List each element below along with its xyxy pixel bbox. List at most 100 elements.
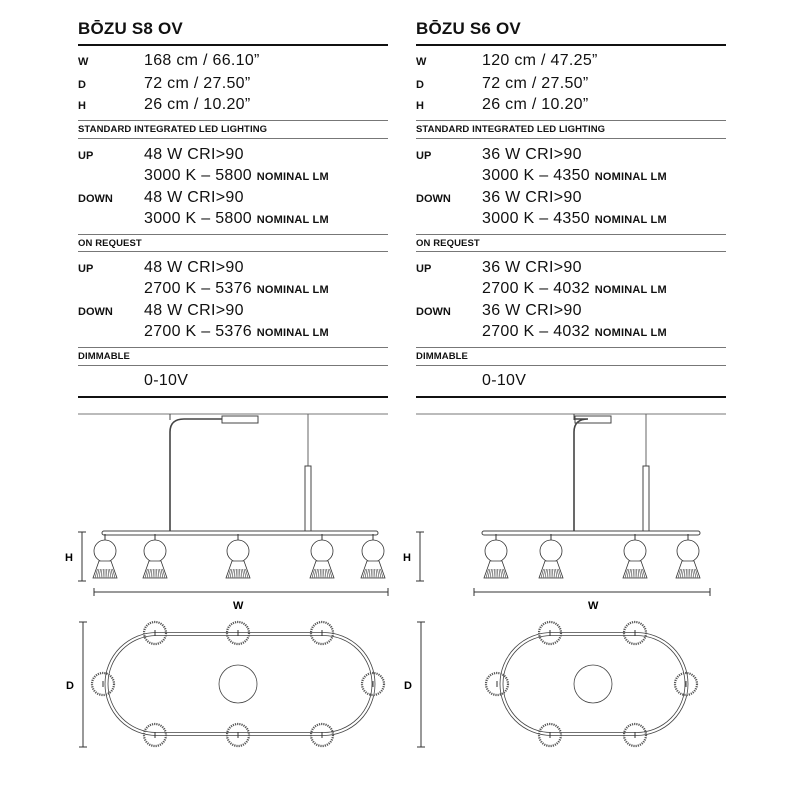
on-request-up-power-label: UP <box>416 263 432 275</box>
lamp-side-view <box>360 534 386 579</box>
canopy-top-view <box>573 664 613 704</box>
on-request-up-output-value: 2700 K – 5376 NOMINAL LM <box>144 280 329 297</box>
divider <box>78 138 388 139</box>
ceiling-canopy <box>221 415 259 424</box>
dimension-w-label: W <box>416 56 427 68</box>
technical-drawing: H W D <box>65 413 389 748</box>
lamp-top-view <box>142 722 168 748</box>
divider <box>78 396 388 398</box>
oval-frame <box>502 635 686 733</box>
divider <box>416 234 726 235</box>
on-request-down-power-label: DOWN <box>416 306 451 318</box>
section-heading-standard: STANDARD INTEGRATED LED LIGHTING <box>416 124 606 135</box>
suspension-sleeve <box>642 465 650 535</box>
h-dimension-label: H <box>65 552 73 564</box>
product-title: BŌZU S8 OV <box>78 19 183 38</box>
standard-down-power-label: DOWN <box>78 193 113 205</box>
section-heading-dimmable: DIMMABLE <box>416 351 468 362</box>
standard-up-power-value: 48 W CRI>90 <box>144 146 244 163</box>
standard-up-power-label: UP <box>78 150 94 162</box>
dimension-w-value: 120 cm / 47.25” <box>482 52 598 69</box>
lamp-top-view <box>90 671 116 697</box>
standard-up-power-value: 36 W CRI>90 <box>482 146 582 163</box>
w-dimension-label: W <box>233 600 244 612</box>
fixture-bar <box>481 530 701 536</box>
on-request-up-power-label: UP <box>78 263 94 275</box>
section-heading-dimmable: DIMMABLE <box>78 351 130 362</box>
lamp-side-view <box>142 534 168 579</box>
divider <box>416 120 726 121</box>
oval-frame <box>104 632 376 736</box>
width-dimension <box>473 588 711 596</box>
suspension-sleeve <box>304 465 312 535</box>
fixture-bar <box>101 530 379 536</box>
on-request-down-power-value: 36 W CRI>90 <box>482 302 582 319</box>
divider <box>78 120 388 121</box>
lamp-side-view <box>309 534 335 579</box>
lamp-side-view <box>675 534 701 579</box>
lamp-side-view <box>622 534 648 579</box>
height-dimension <box>78 531 86 582</box>
on-request-down-output-value: 2700 K – 5376 NOMINAL LM <box>144 323 329 340</box>
dimension-d-value: 72 cm / 27.50” <box>482 75 589 92</box>
lamp-top-view <box>622 722 648 748</box>
lamp-top-view <box>360 671 386 697</box>
lamp-side-view <box>92 534 118 579</box>
section-heading-standard: STANDARD INTEGRATED LED LIGHTING <box>78 124 268 135</box>
divider <box>78 251 388 252</box>
standard-down-power-value: 48 W CRI>90 <box>144 189 244 206</box>
lamp-top-view <box>537 722 563 748</box>
width-dimension <box>93 588 389 596</box>
divider <box>78 365 388 366</box>
section-heading-on-request: ON REQUEST <box>416 238 480 249</box>
dimension-d-label: D <box>78 79 86 91</box>
divider <box>416 347 726 348</box>
dimension-h-value: 26 cm / 10.20” <box>144 96 251 113</box>
standard-up-output-value: 3000 K – 5800 NOMINAL LM <box>144 167 329 184</box>
divider <box>416 396 726 398</box>
lamp-top-view <box>622 620 648 646</box>
technical-drawing: H W D <box>403 413 726 748</box>
standard-up-power-label: UP <box>416 150 432 162</box>
standard-down-output-value: 3000 K – 5800 NOMINAL LM <box>144 210 329 227</box>
on-request-down-output-value: 2700 K – 4032 NOMINAL LM <box>482 323 667 340</box>
divider <box>416 44 726 46</box>
w-dimension-label: W <box>588 600 599 612</box>
standard-down-output-value: 3000 K – 4350 NOMINAL LM <box>482 210 667 227</box>
lamp-top-view <box>309 722 335 748</box>
oval-frame <box>107 635 373 733</box>
on-request-down-power-value: 48 W CRI>90 <box>144 302 244 319</box>
d-dimension-label: D <box>404 680 412 692</box>
h-dimension-label: H <box>403 552 411 564</box>
divider <box>416 138 726 139</box>
product-title: BŌZU S6 OV <box>416 19 521 38</box>
dimmable-value: 0-10V <box>144 372 189 389</box>
dimension-w-value: 168 cm / 66.10” <box>144 52 260 69</box>
lamp-side-view <box>483 534 509 579</box>
on-request-up-power-value: 48 W CRI>90 <box>144 259 244 276</box>
oval-frame <box>499 632 689 736</box>
section-heading-on-request: ON REQUEST <box>78 238 142 249</box>
divider <box>78 44 388 46</box>
divider <box>78 347 388 348</box>
canopy-top-view <box>218 664 258 704</box>
on-request-down-power-label: DOWN <box>78 306 113 318</box>
d-dimension-label: D <box>66 680 74 692</box>
standard-down-power-label: DOWN <box>416 193 451 205</box>
power-cable <box>169 418 222 534</box>
dimension-h-label: H <box>78 100 86 112</box>
dimension-h-value: 26 cm / 10.20” <box>482 96 589 113</box>
lamp-top-view <box>309 620 335 646</box>
on-request-up-output-value: 2700 K – 4032 NOMINAL LM <box>482 280 667 297</box>
lamp-top-view <box>225 620 251 646</box>
divider <box>416 365 726 366</box>
lamp-top-view <box>484 671 510 697</box>
lamp-top-view <box>142 620 168 646</box>
standard-up-output-value: 3000 K – 4350 NOMINAL LM <box>482 167 667 184</box>
divider <box>78 234 388 235</box>
dimension-d-value: 72 cm / 27.50” <box>144 75 251 92</box>
depth-dimension <box>417 621 425 748</box>
height-dimension <box>416 531 424 582</box>
on-request-up-power-value: 36 W CRI>90 <box>482 259 582 276</box>
dimmable-value: 0-10V <box>482 372 527 389</box>
